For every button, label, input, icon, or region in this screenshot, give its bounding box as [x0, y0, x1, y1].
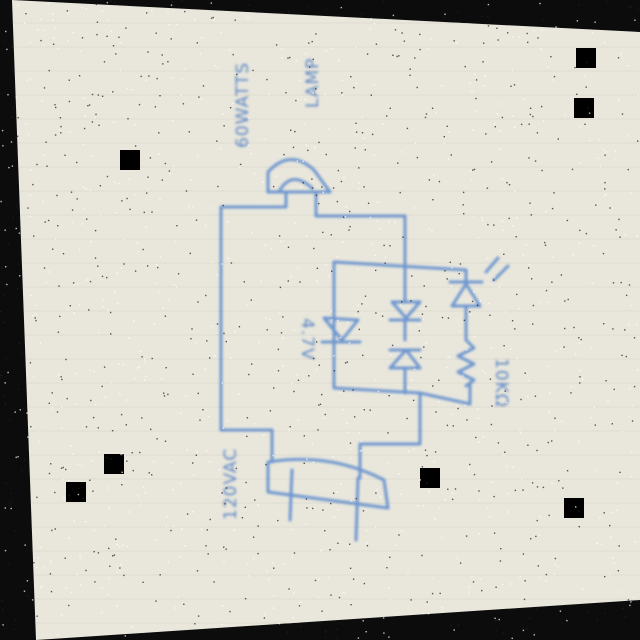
- return-wire: [358, 391, 422, 480]
- label-supply: 120VAC: [221, 448, 241, 520]
- main-wire: [219, 192, 288, 464]
- diode-mid-upper: [388, 260, 422, 342]
- label-diode-note: 4.7V: [297, 318, 317, 361]
- diode-mid-lower: [388, 348, 422, 395]
- circuit-sketch: [219, 158, 510, 542]
- noise-blocks: [66, 48, 596, 518]
- branch-frame: [332, 260, 472, 406]
- lamp-symbol: [266, 158, 332, 194]
- diode-left: [320, 316, 362, 344]
- label-lamp: LAMP: [303, 58, 323, 108]
- led-symbol: [448, 256, 510, 342]
- supply-plug-symbol: [266, 457, 390, 542]
- resistor-symbol: [456, 338, 476, 388]
- label-resistor: 10KΩ: [491, 358, 511, 408]
- right-wire: [314, 192, 407, 264]
- label-wattage: 60WATTS: [233, 62, 253, 148]
